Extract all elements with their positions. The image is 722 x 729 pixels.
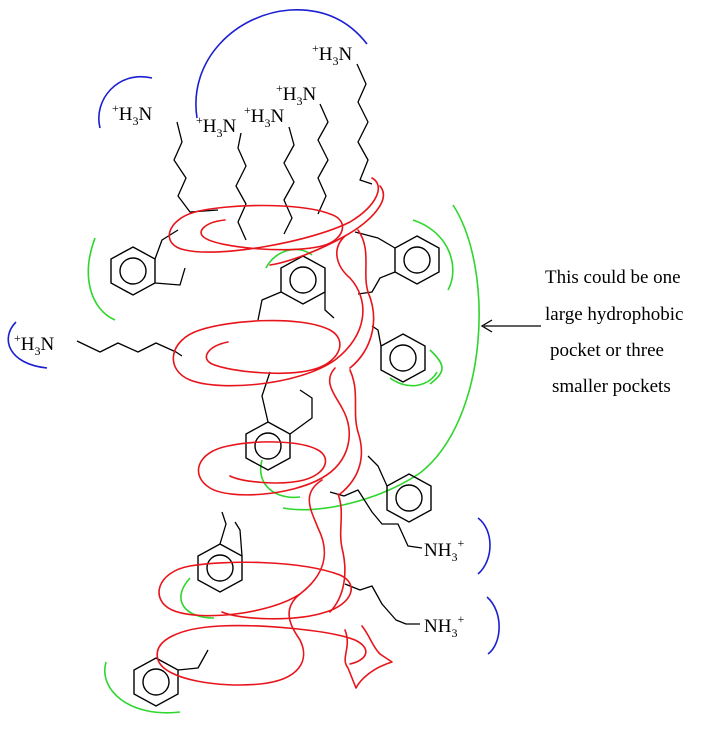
hydrophobic-arcs xyxy=(87,204,480,714)
helix-turn-1 xyxy=(168,177,380,253)
cationic-arc-top-large xyxy=(195,9,368,119)
cationic-arc-right-upper xyxy=(477,517,491,575)
amine-label-6: +H3N xyxy=(14,331,55,358)
helix-turn-3 xyxy=(197,367,350,496)
benzene-ring-1 xyxy=(110,229,186,296)
lysine-chain-8 xyxy=(344,583,420,625)
helix-turn-2-outer xyxy=(349,229,375,369)
cationic-arc-left xyxy=(7,321,48,369)
ammonium-label-1: NH3+ xyxy=(424,536,464,564)
aromatic-rings xyxy=(110,229,440,707)
cationic-arcs xyxy=(7,9,500,655)
annotation-line-1: This could be one xyxy=(545,267,681,288)
annotation-line-2: large hydrophobic xyxy=(545,304,683,325)
lysine-chain-2 xyxy=(235,132,247,241)
helix-tail xyxy=(344,625,393,689)
benzene-ring-7 xyxy=(197,511,243,593)
helix-turn-4-outer xyxy=(329,493,346,613)
lysine-chain-1 xyxy=(173,121,219,213)
benzene-ring-2 xyxy=(354,231,440,295)
cationic-arc-top-left xyxy=(98,75,153,129)
alpha-helix-ribbon xyxy=(156,177,393,689)
annotation-line-3: pocket or three xyxy=(550,340,664,361)
hydrophobic-arc-mid-right-2 xyxy=(389,371,438,387)
lysine-chain-5 xyxy=(356,63,373,185)
helix-turn-3-outer xyxy=(339,369,363,495)
hydrophobic-arc-lower-left xyxy=(180,577,215,619)
hydrophobic-arc-top-right xyxy=(412,219,454,291)
benzene-ring-3 xyxy=(257,255,335,321)
annotation: This could be one large hydrophobic pock… xyxy=(480,267,683,397)
amine-label-3: +H3N xyxy=(112,101,153,128)
helix-turn-2 xyxy=(172,235,364,387)
amine-label-4: +H3N xyxy=(196,113,237,140)
helix-turn-5 xyxy=(156,593,367,686)
helix-turn-4 xyxy=(158,479,352,620)
hydrophobic-arc-mid-right xyxy=(429,349,443,385)
benzene-ring-4 xyxy=(371,325,426,383)
benzene-ring-8 xyxy=(133,649,209,707)
lysine-chains xyxy=(76,63,423,625)
benzene-ring-6 xyxy=(367,455,432,523)
hydrophobic-arc-left-upper xyxy=(87,237,116,321)
lysine-chain-4 xyxy=(317,103,329,215)
ammonium-label-2: NH3+ xyxy=(424,612,464,640)
hydrophobic-arc-large xyxy=(282,204,480,511)
lysine-chain-7 xyxy=(329,489,423,549)
annotation-line-4: smaller pockets xyxy=(552,376,671,397)
amine-label-2: +H3N xyxy=(276,81,317,108)
hydrophobic-arc-bottom-left xyxy=(104,661,181,714)
amine-labels: +H3N +H3N +H3N +H3N +H3N +H3N NH3+ NH3+ xyxy=(14,41,464,640)
benzene-ring-5 xyxy=(245,371,313,471)
lysine-chain-3 xyxy=(283,126,295,235)
amine-label-top: +H3N xyxy=(312,41,353,68)
annotation-arrowhead xyxy=(480,319,493,333)
cationic-arc-right-lower xyxy=(486,596,500,655)
lysine-chain-6 xyxy=(76,340,183,357)
amine-label-5: +H3N xyxy=(244,103,285,130)
